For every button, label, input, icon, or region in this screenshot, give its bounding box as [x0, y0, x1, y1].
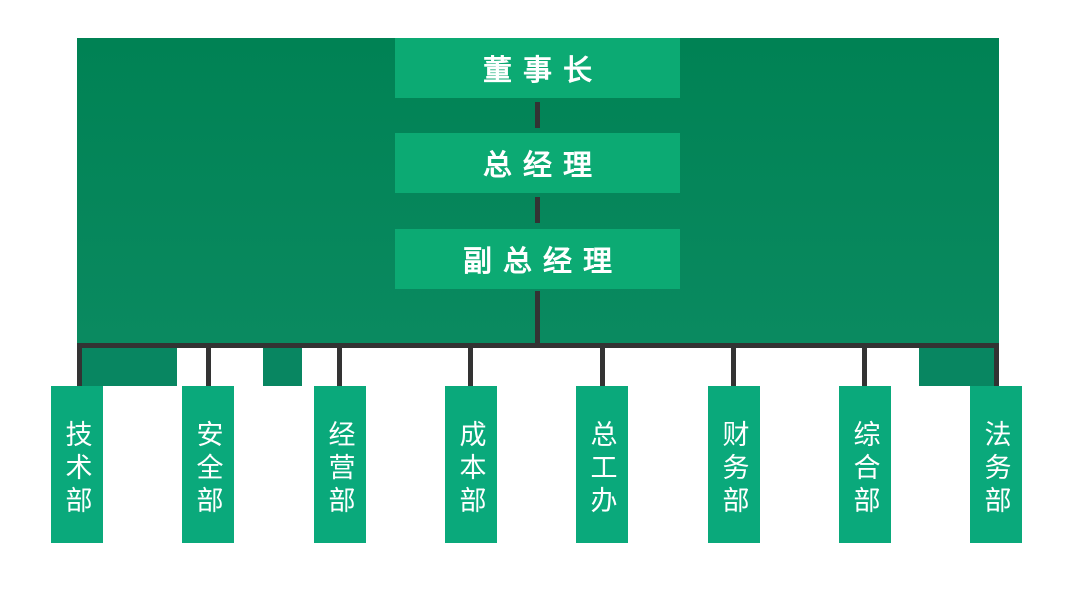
node-dept-technology: 技术部 [51, 386, 103, 543]
decor-patch-left [82, 348, 177, 386]
node-general-manager: 总经理 [395, 133, 680, 193]
node-dept-safety: 安全部 [182, 386, 234, 543]
connector-horizontal-line [77, 343, 999, 348]
decor-patch-right [919, 348, 994, 386]
connector-drop-safety [206, 348, 211, 387]
connector-drop-legal [994, 348, 999, 387]
node-dept-chief-engineer-office: 总工办 [576, 386, 628, 543]
connector-drop-cost [468, 348, 473, 387]
node-chairman: 董事长 [395, 38, 680, 98]
connector-drop-operations [337, 348, 342, 387]
connector-drop-general-affairs [862, 348, 867, 387]
connector-drop-technology [77, 348, 82, 387]
node-dept-cost: 成本部 [445, 386, 497, 543]
node-deputy-general-manager: 副总经理 [395, 229, 680, 289]
connector-segment-chairman-gm [535, 102, 540, 128]
connector-drop-chief-engineer-office [600, 348, 605, 387]
node-dept-operations: 经营部 [314, 386, 366, 543]
connector-segment-deputy-trunk [535, 291, 540, 343]
node-dept-legal: 法务部 [970, 386, 1022, 543]
decor-patch-mid [263, 348, 302, 386]
connector-drop-finance [731, 348, 736, 387]
node-dept-general-affairs: 综合部 [839, 386, 891, 543]
connector-segment-gm-deputy [535, 197, 540, 223]
node-dept-finance: 财务部 [708, 386, 760, 543]
